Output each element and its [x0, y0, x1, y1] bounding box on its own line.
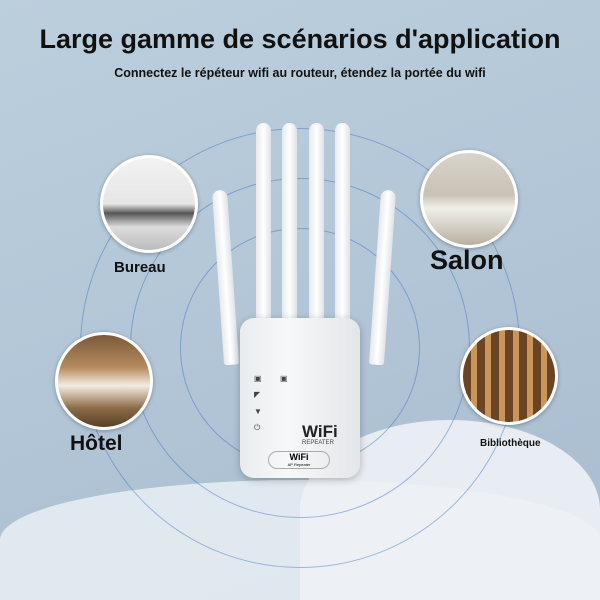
- hotel-photo: [55, 332, 153, 430]
- scenario-label-bureau: Bureau: [114, 259, 166, 276]
- lan-led-icon: ▣: [254, 374, 262, 383]
- library-photo: [460, 327, 558, 425]
- scenario-label-salon: Salon: [430, 245, 504, 275]
- scenario-label-hotel: Hôtel: [70, 432, 123, 455]
- badge-model: AP Repeater: [287, 462, 311, 467]
- device-brand: WiFi: [302, 422, 338, 441]
- page-title: Large gamme de scénarios d'application: [39, 24, 561, 54]
- signal-led-icon: ◤: [254, 390, 261, 399]
- page-subtitle: Connectez le répéteur wifi au routeur, é…: [114, 66, 486, 80]
- wifi-repeater-device: ▣ ▣ ◤ ▼ ⏻ WiFi REPEATER WiFi AP Repeater: [240, 318, 360, 478]
- device-model: REPEATER: [302, 440, 334, 446]
- antenna: [335, 123, 350, 323]
- badge-brand: WiFi: [289, 452, 309, 462]
- office-photo: [100, 155, 198, 253]
- device-badge: WiFi AP Repeater: [268, 451, 330, 469]
- wan-led-icon: ▣: [280, 374, 288, 383]
- antenna: [256, 123, 271, 323]
- power-led-icon: ⏻: [254, 423, 261, 432]
- antenna: [309, 123, 324, 323]
- living-room-photo: [420, 150, 518, 248]
- antenna: [282, 123, 297, 323]
- wifi-led-icon: ▼: [254, 407, 262, 416]
- scenario-label-bibliotheque: Bibliothèque: [480, 438, 541, 449]
